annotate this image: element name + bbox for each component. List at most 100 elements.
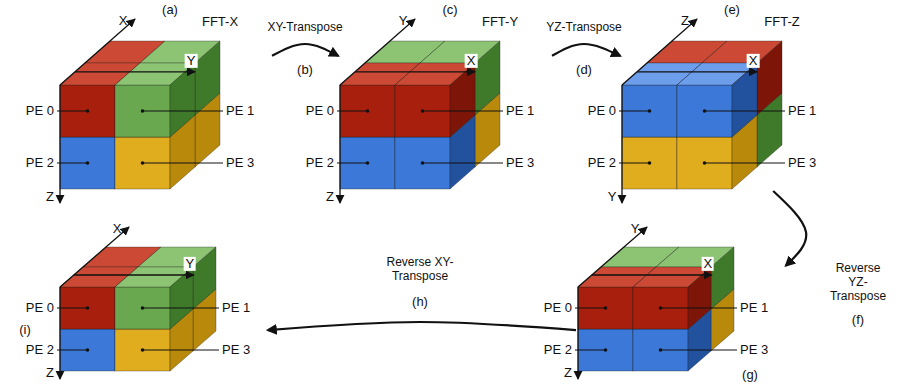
leader-line — [337, 111, 368, 112]
leader-line — [575, 308, 606, 309]
block-side — [170, 267, 193, 329]
leader-line — [57, 163, 88, 164]
transpose-label: XY-Transpose — [265, 21, 344, 35]
axis-label: X — [747, 54, 760, 68]
step-title: FFT-X — [202, 15, 238, 29]
step-letter: (h) — [412, 295, 428, 309]
leader-line — [143, 111, 224, 112]
leader-dot — [648, 161, 652, 165]
leader-dot — [366, 109, 370, 113]
leader-line — [57, 350, 88, 351]
axis-label: X — [701, 257, 714, 271]
block-side — [450, 63, 475, 137]
leader-line — [143, 350, 220, 351]
panel-letter: (e) — [724, 3, 740, 17]
leader-line — [57, 111, 88, 112]
pe-label: PE 0 — [26, 301, 54, 315]
step-title: FFT-Z — [764, 15, 799, 29]
block-side — [475, 41, 500, 115]
axis-label: Z — [326, 190, 334, 204]
leader-dot — [86, 348, 90, 352]
panel-letter: (c) — [442, 3, 457, 17]
pe-label: PE 1 — [788, 104, 816, 118]
axis-arrow — [637, 71, 757, 72]
leader-dot — [604, 348, 608, 352]
axis-arrow — [578, 227, 647, 287]
pe-label: PE 0 — [26, 104, 54, 118]
leader-line — [143, 163, 224, 164]
pe-label: PE 3 — [506, 156, 534, 170]
transpose-arrow — [552, 44, 620, 56]
panel-letter: (a) — [162, 3, 178, 17]
pe-label: PE 3 — [222, 343, 250, 357]
step-letter: (f) — [852, 313, 864, 327]
block-side — [193, 247, 216, 309]
axis-label: Y — [185, 54, 198, 68]
axis-arrow — [59, 85, 60, 203]
step-letter: (b) — [297, 63, 313, 77]
leader-dot — [86, 306, 90, 310]
leader-line — [143, 308, 220, 309]
pe-label: PE 0 — [544, 301, 572, 315]
leader-line — [661, 350, 738, 351]
leader-dot — [141, 161, 145, 165]
block-side — [711, 247, 734, 309]
pe-label: PE 2 — [306, 156, 334, 170]
leader-line — [619, 111, 650, 112]
axis-label: Z — [564, 366, 572, 380]
pe-label: PE 0 — [306, 104, 334, 118]
axis-arrow — [59, 287, 60, 379]
axis-arrow — [60, 19, 135, 85]
axis-label: X — [119, 14, 128, 28]
leader-line — [661, 308, 738, 309]
axis-label: Z — [46, 366, 54, 380]
axis-label: Y — [183, 257, 196, 271]
pe-label: PE 1 — [740, 301, 768, 315]
transpose-arrow — [272, 44, 338, 56]
pe-label: PE 3 — [226, 156, 254, 170]
pe-label: PE 2 — [26, 343, 54, 357]
axis-arrow — [577, 287, 578, 379]
axis-arrow — [75, 71, 195, 72]
panel-letter: (g) — [742, 368, 758, 382]
axis-arrow — [74, 274, 194, 275]
pe-label: PE 1 — [222, 301, 250, 315]
axis-arrow — [621, 85, 622, 203]
transpose-label: Reverse XY-Transpose — [370, 256, 470, 284]
block-side — [732, 63, 757, 137]
leader-line — [423, 111, 504, 112]
block-side — [170, 63, 195, 137]
step-letter: (d) — [576, 63, 592, 77]
leader-line — [575, 350, 606, 351]
leader-dot — [86, 161, 90, 165]
transpose-label: YZ-Transpose — [544, 21, 624, 35]
axis-label: Y — [399, 14, 408, 28]
transpose-label: Reverse YZ-Transpose — [828, 262, 888, 303]
axis-arrow — [60, 227, 129, 287]
pe-label: PE 0 — [588, 104, 616, 118]
leader-line — [705, 163, 786, 164]
cube — [60, 227, 216, 379]
axis-arrow — [340, 19, 415, 85]
block-side — [757, 41, 782, 115]
step-title: FFT-Y — [482, 15, 518, 29]
leader-dot — [421, 109, 425, 113]
axis-arrow — [592, 274, 712, 275]
pe-label: PE 2 — [26, 156, 54, 170]
cube — [578, 227, 734, 379]
leader-line — [619, 163, 650, 164]
axis-label: X — [465, 54, 478, 68]
leader-dot — [366, 161, 370, 165]
transpose-arrow — [268, 322, 576, 330]
axis-label: X — [113, 222, 122, 236]
block-side — [195, 41, 220, 115]
leader-dot — [659, 348, 663, 352]
pe-label: PE 1 — [226, 104, 254, 118]
leader-dot — [86, 109, 90, 113]
leader-dot — [659, 306, 663, 310]
pe-label: PE 3 — [788, 156, 816, 170]
pe-label: PE 3 — [740, 343, 768, 357]
leader-dot — [703, 109, 707, 113]
